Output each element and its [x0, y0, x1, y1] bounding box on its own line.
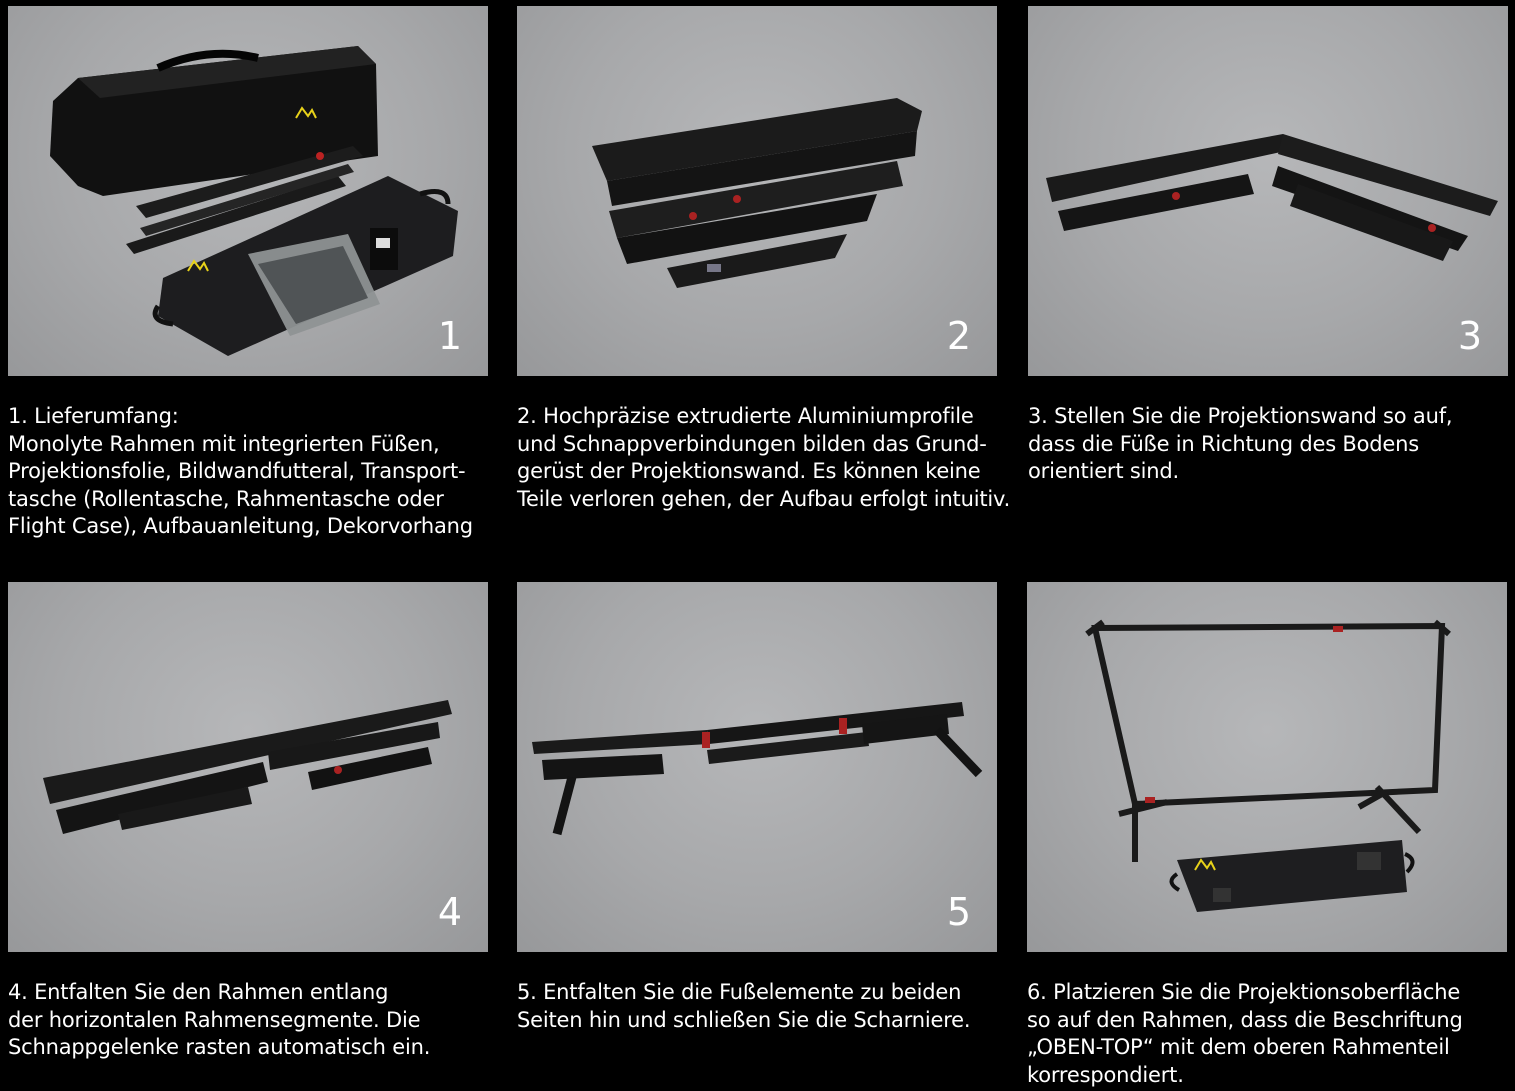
step-number: 1 — [437, 314, 462, 358]
caption-line: Monolyte Rahmen mit integrierten Füßen, — [8, 431, 440, 456]
step-number: 3 — [1457, 314, 1482, 358]
caption-line: 2. Hochpräzise extrudierte Aluminiumprof… — [517, 404, 974, 428]
caption-line: Projektionsfolie, Bildwandfutteral, Tran… — [8, 459, 466, 483]
caption-line: so auf den Rahmen, dass die Beschriftung — [1027, 1007, 1463, 1032]
folded-frame-photo: 2 — [517, 6, 997, 376]
step-caption: 5. Entfalten Sie die Fußelemente zu beid… — [517, 979, 1017, 1034]
caption-line: orientiert sind. — [1028, 459, 1179, 483]
caption-line: „OBEN-TOP“ mit dem oberen Rahmenteil — [1027, 1035, 1450, 1059]
step-number: 4 — [437, 890, 462, 934]
folded-frame-illustration — [592, 98, 922, 288]
caption-line: Teile verloren gehen, der Aufbau erfolgt… — [517, 486, 1011, 511]
step-caption: 6. Platzieren Sie die Projektionsoberflä… — [1027, 979, 1515, 1089]
assembled-frame-illustration — [1085, 619, 1451, 912]
delivery-contents-illustration — [50, 46, 458, 356]
caption-line: 6. Platzieren Sie die Projektionsoberflä… — [1027, 980, 1461, 1004]
caption-line: Schnappgelenke rasten automatisch ein. — [8, 1035, 431, 1059]
step-number: 2 — [946, 314, 971, 358]
frame-unfolding-photo: 4 — [8, 582, 488, 952]
caption-line: Seiten hin und schließen Sie die Scharni… — [517, 1007, 971, 1032]
caption-line: Flight Case), Aufbauanleitung, Dekorvorh… — [8, 514, 473, 538]
caption-line: der horizontalen Rahmensegmente. Die — [8, 1007, 421, 1032]
caption-line: 5. Entfalten Sie die Fußelemente zu beid… — [517, 980, 962, 1004]
caption-line: 3. Stellen Sie die Projektionswand so au… — [1028, 404, 1453, 428]
step-number: 5 — [946, 890, 971, 934]
step-caption: 1. Lieferumfang: Monolyte Rahmen mit int… — [8, 403, 508, 541]
caption-line: und Schnappverbindungen bilden das Grund… — [517, 431, 987, 456]
caption-line: korrespondiert. — [1027, 1062, 1184, 1087]
caption-line: 4. Entfalten Sie den Rahmen entlang — [8, 980, 389, 1004]
caption-line: tasche (Rollentasche, Rahmentasche oder — [8, 486, 444, 511]
step-caption: 4. Entfalten Sie den Rahmen entlang der … — [8, 979, 508, 1062]
delivery-contents-photo: 1 — [8, 6, 488, 376]
frame-opening-photo: 3 — [1028, 6, 1508, 376]
frame-opening-illustration — [1046, 134, 1498, 261]
feet-unfolding-photo: 5 — [517, 582, 997, 952]
feet-unfolding-illustration — [532, 702, 983, 836]
caption-line: 1. Lieferumfang: — [8, 404, 179, 428]
step-caption: 2. Hochpräzise extrudierte Aluminiumprof… — [517, 403, 1017, 513]
step-caption: 3. Stellen Sie die Projektionswand so au… — [1028, 403, 1515, 486]
assembled-frame-photo — [1027, 582, 1507, 952]
frame-unfolding-illustration — [43, 700, 452, 834]
caption-line: dass die Füße in Richtung des Bodens — [1028, 431, 1419, 456]
caption-line: gerüst der Projektionswand. Es können ke… — [517, 459, 981, 483]
